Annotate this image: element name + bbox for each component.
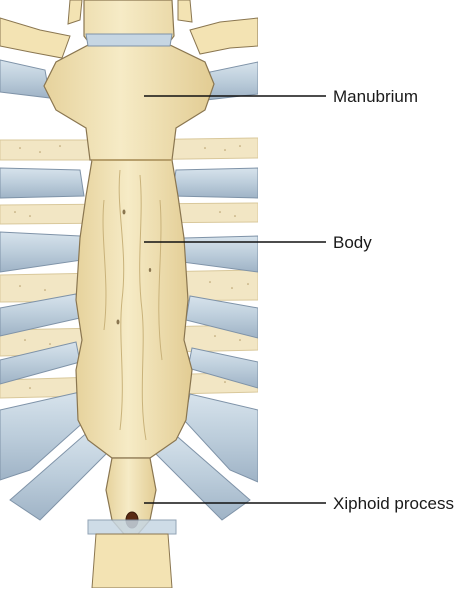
sternal-body-bone: [75, 159, 193, 459]
label-body: Body: [333, 233, 372, 252]
label-xiphoid-process: Xiphoid process: [333, 494, 454, 513]
clavicles: [0, 0, 258, 59]
label-manubrium: Manubrium: [333, 87, 419, 106]
nutrient-foramina: [116, 209, 152, 325]
body-texture: [102, 169, 163, 441]
notch-band: [85, 33, 173, 47]
costal-cartilage-right: [153, 61, 258, 521]
xiphoid-band: [87, 519, 177, 535]
rib-speckles: [14, 145, 249, 389]
linea-alba: [91, 533, 173, 588]
costal-cartilage-left: [0, 59, 111, 521]
